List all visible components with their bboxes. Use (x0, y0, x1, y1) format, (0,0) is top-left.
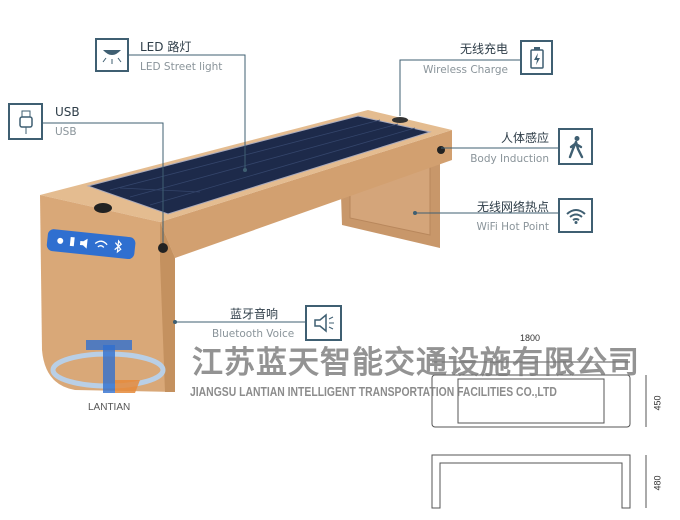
solar-panel (86, 115, 432, 215)
body-induction-title: 人体感应 (500, 131, 549, 145)
usb-port (94, 203, 112, 213)
led-title: LED 路灯 (140, 40, 192, 54)
person-walking-icon (558, 128, 593, 165)
body-sensor (437, 146, 445, 154)
usb-icon (8, 103, 43, 140)
speaker-icon (305, 305, 342, 341)
usb-title: USB (55, 105, 80, 119)
logo-text: LANTIAN (88, 402, 131, 413)
led-light-icon (95, 38, 129, 72)
bluetooth-subtitle: Bluetooth Voice (212, 328, 295, 340)
wireless-title: 无线充电 (459, 42, 508, 56)
battery-charge-icon (520, 40, 553, 75)
body-induction-subtitle: Body Induction (470, 153, 549, 165)
bench-left-leg-side (160, 222, 175, 392)
usb-socket (158, 243, 168, 253)
bench-seat-edge (160, 130, 452, 258)
bluetooth-strip-icon (114, 239, 123, 254)
speaker-strip-icon (79, 238, 88, 249)
control-strip (46, 229, 136, 260)
usb-subtitle: USB (55, 126, 77, 138)
leader-lines (43, 54, 558, 323)
wireless-charge-pad (392, 117, 408, 123)
usb-strip-icon (69, 236, 75, 247)
technical-drawing (431, 361, 647, 509)
dimension-length: 1800 (520, 333, 541, 343)
wifi-icon (558, 198, 593, 233)
company-name-en: JIANGSU LANTIAN INTELLIGENT TRANSPORTATI… (190, 384, 557, 399)
wireless-subtitle: Wireless Charge (423, 64, 508, 76)
light-icon (57, 237, 64, 244)
wifi-title: 无线网络热点 (476, 200, 549, 214)
wifi-subtitle: WiFi Hot Point (476, 221, 549, 233)
dimension-width: 450 (652, 395, 663, 411)
dimension-height: 480 (652, 475, 663, 491)
led-subtitle: LED Street light (140, 61, 223, 73)
lantian-logo (50, 340, 166, 393)
bluetooth-title: 蓝牙音响 (230, 307, 279, 321)
company-name-cn: 江苏蓝天智能交通设施有限公司 (192, 345, 640, 381)
control-strip-group (46, 229, 136, 260)
wifi-strip-icon (94, 240, 108, 248)
